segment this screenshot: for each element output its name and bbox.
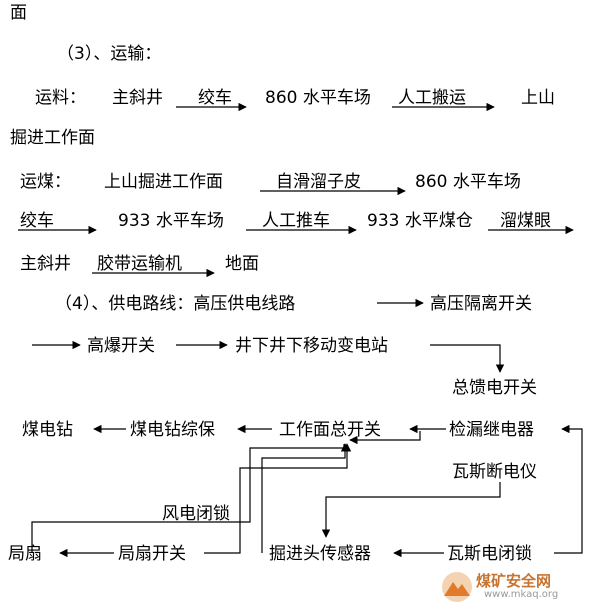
arrow: [430, 344, 505, 373]
node-text: 掘进工作面: [10, 128, 95, 148]
method-text: 绞车: [20, 211, 54, 231]
node-gas-power-lock: 瓦斯电闭锁: [447, 544, 532, 564]
label-material-transport: 运料：: [35, 88, 86, 108]
node-text: 高爆开关: [87, 336, 155, 356]
arrow: [204, 443, 352, 554]
arrow: [554, 424, 583, 554]
method-text: 胶带运输机: [97, 254, 182, 274]
arrow: [31, 444, 345, 553]
method-text: 自滑溜子皮: [276, 172, 361, 192]
arrow: [349, 431, 421, 445]
node-text: 860 水平车场: [415, 172, 521, 192]
node-text: 上山掘进工作面: [104, 172, 223, 192]
node-local-fan: 局扇: [8, 544, 42, 564]
arrow: [321, 482, 501, 538]
node-text: 933 水平车场: [118, 211, 224, 231]
method-text: 绞车: [198, 88, 232, 108]
site-watermark: 煤矿安全网 www.mkaq.org: [440, 570, 590, 604]
watermark-title: 煤矿安全网: [476, 572, 552, 590]
node-face-main-switch: 工作面总开关: [279, 420, 381, 440]
watermark-url: www.mkaq.org: [484, 589, 559, 600]
node-coal-drill: 煤电钻: [22, 420, 73, 440]
node-text: 主斜井: [112, 88, 163, 108]
node-wind-power-lock: 风电闭锁: [162, 504, 230, 524]
node-coal-drill-protector: 煤电钻综保: [130, 420, 215, 440]
node-leakage-relay: 检漏继电器: [449, 420, 534, 440]
section-heading-transport: （3）、运输：: [57, 44, 162, 64]
text-line: 面: [10, 3, 27, 23]
node-text: 地面: [225, 254, 259, 274]
label-coal-transport: 运煤：: [20, 172, 71, 192]
node-text: 高压隔离开关: [430, 294, 532, 314]
mountain-logo-icon: [442, 572, 472, 602]
node-main-feeder-switch: 总馈电开关: [452, 378, 537, 398]
method-text: 人工推车: [262, 211, 330, 231]
section-heading-power: （4）、供电路线：高压供电线路: [55, 294, 296, 314]
node-text: 上山: [521, 88, 555, 108]
node-text: 933 水平煤仓: [367, 211, 473, 231]
node-text: 主斜井: [20, 254, 71, 274]
arrow: [261, 443, 350, 553]
node-text: 井下井下移动变电站: [235, 336, 388, 356]
node-text: 860 水平车场: [265, 88, 371, 108]
node-local-fan-switch: 局扇开关: [118, 544, 186, 564]
node-heading-sensor: 掘进头传感器: [269, 544, 371, 564]
method-text: 人工搬运: [398, 88, 466, 108]
node-gas-power-cutoff: 瓦斯断电仪: [452, 462, 537, 482]
method-text: 溜煤眼: [500, 211, 551, 231]
